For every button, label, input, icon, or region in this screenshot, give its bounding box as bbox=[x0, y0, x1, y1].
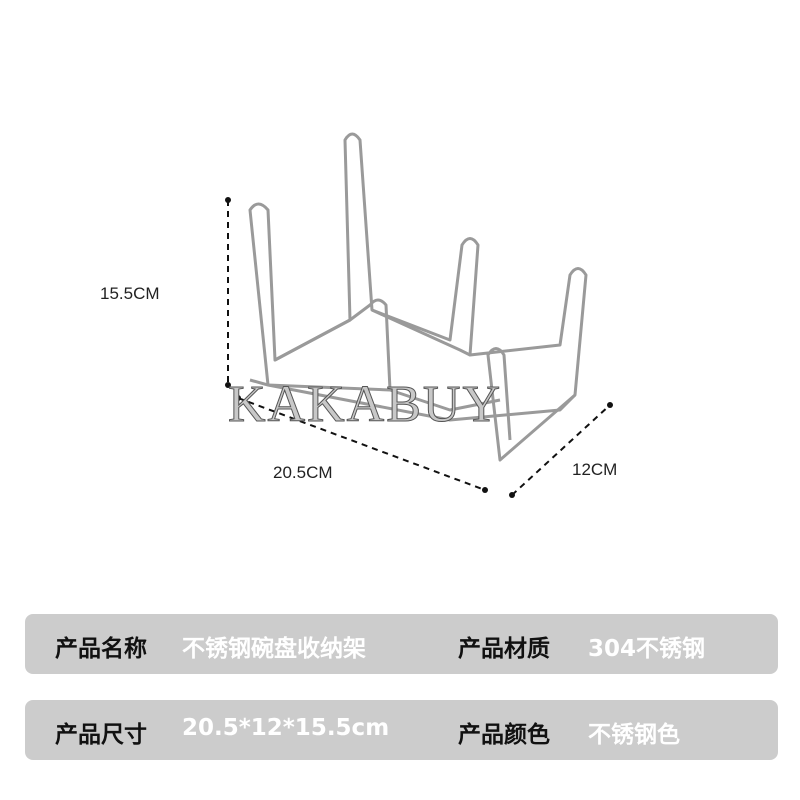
spec-value-material: 304不锈钢 bbox=[588, 636, 706, 662]
dimension-lines bbox=[227, 200, 611, 496]
length-dimension-label: 20.5CM bbox=[273, 463, 333, 482]
spec-value-size: 20.5*12*15.5cm bbox=[182, 715, 390, 741]
spec-value-color: 不锈钢色 bbox=[588, 722, 680, 748]
watermark: KAKABUY bbox=[228, 376, 502, 434]
height-dimension-label: 15.5CM bbox=[100, 284, 160, 303]
spec-label-size: 产品尺寸 bbox=[55, 722, 147, 748]
spec-label-name: 产品名称 bbox=[55, 636, 147, 662]
spec-label-color: 产品颜色 bbox=[458, 722, 550, 748]
width-dimension-label: 12CM bbox=[572, 460, 618, 479]
spec-row-1: 产品名称 不锈钢碗盘收纳架 产品材质 304不锈钢 bbox=[25, 614, 778, 674]
spec-label-material: 产品材质 bbox=[458, 636, 550, 662]
product-rack-illustration bbox=[225, 132, 613, 498]
spec-row-2: 产品尺寸 20.5*12*15.5cm 产品颜色 不锈钢色 bbox=[25, 700, 778, 760]
spec-value-name: 不锈钢碗盘收纳架 bbox=[182, 636, 366, 662]
